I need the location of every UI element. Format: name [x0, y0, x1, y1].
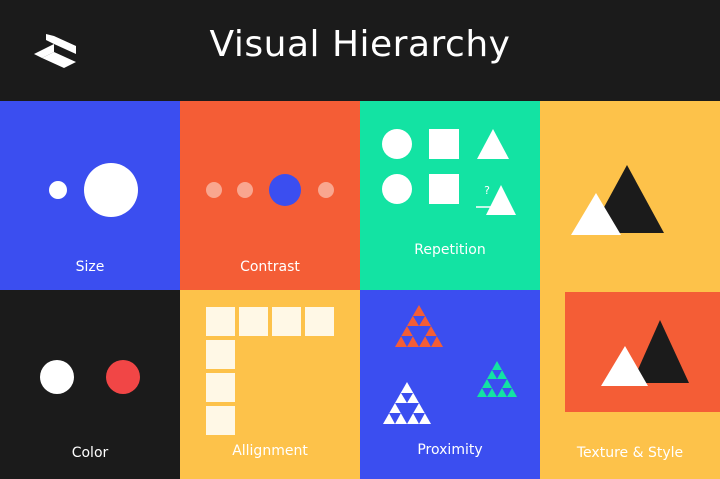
- tile-proximity: Proximity: [360, 290, 540, 479]
- align-square-1: [206, 307, 235, 336]
- size-graphic: [49, 163, 138, 217]
- black-triangle-2: [632, 320, 689, 383]
- repeat-circle-1: [382, 129, 412, 159]
- repeat-circle-2: [382, 174, 412, 204]
- white-triangle-2: [601, 346, 648, 386]
- tile-texture-top: [540, 101, 720, 290]
- tile-alignment: Allignment: [180, 290, 360, 479]
- white-circle: [40, 360, 74, 394]
- tile-label-size: Size: [75, 259, 105, 275]
- small-circle: [49, 181, 67, 199]
- white-triforce-icon: [383, 382, 431, 424]
- tile-label-repetition: Repetition: [414, 242, 486, 258]
- hierarchy-grid: Size Contrast ? Repetition: [0, 101, 720, 479]
- question-mark: ?: [484, 184, 490, 197]
- align-square-6: [206, 373, 235, 402]
- tile-size: Size: [0, 101, 180, 290]
- contrast-graphic: [206, 174, 334, 206]
- tile-label-alignment: Allignment: [232, 443, 308, 459]
- tile-label-contrast: Contrast: [240, 259, 300, 275]
- faded-dot-3: [318, 182, 334, 198]
- orange-panel: [565, 292, 720, 412]
- tile-label-color: Color: [71, 445, 109, 461]
- tile-texture-style: Texture & Style: [540, 290, 720, 479]
- large-circle: [84, 163, 138, 217]
- faded-dot-2: [237, 182, 253, 198]
- tile-label-proximity: Proximity: [417, 442, 483, 458]
- align-square-3: [272, 307, 301, 336]
- orange-triforce-icon: [395, 305, 443, 347]
- color-graphic: [40, 360, 140, 394]
- logo-icon: [34, 34, 76, 68]
- align-square-5: [206, 340, 235, 369]
- align-square-4: [305, 307, 334, 336]
- repeat-triangle-2: [486, 185, 516, 215]
- faded-dot-1: [206, 182, 222, 198]
- tile-repetition: ? Repetition: [360, 101, 540, 290]
- texture-top-graphic: [571, 165, 664, 235]
- repeat-square-2: [429, 174, 459, 204]
- repeat-square-1: [429, 129, 459, 159]
- accent-circle: [269, 174, 301, 206]
- white-triangle: [571, 193, 621, 235]
- red-circle: [106, 360, 140, 394]
- texture-style-graphic: [565, 292, 720, 412]
- proximity-graphic: [383, 305, 517, 424]
- tile-color: Color: [0, 290, 180, 479]
- tile-contrast: Contrast: [180, 101, 360, 290]
- align-square-7: [206, 406, 235, 435]
- align-square-2: [239, 307, 268, 336]
- page-title: Visual Hierarchy: [209, 24, 511, 65]
- tile-label-texture-style: Texture & Style: [576, 445, 684, 461]
- repetition-graphic: ?: [382, 129, 516, 215]
- green-triforce-icon: [477, 361, 517, 397]
- repeat-triangle-1: [477, 129, 509, 159]
- alignment-graphic: [206, 307, 334, 435]
- header: Visual Hierarchy: [0, 0, 720, 101]
